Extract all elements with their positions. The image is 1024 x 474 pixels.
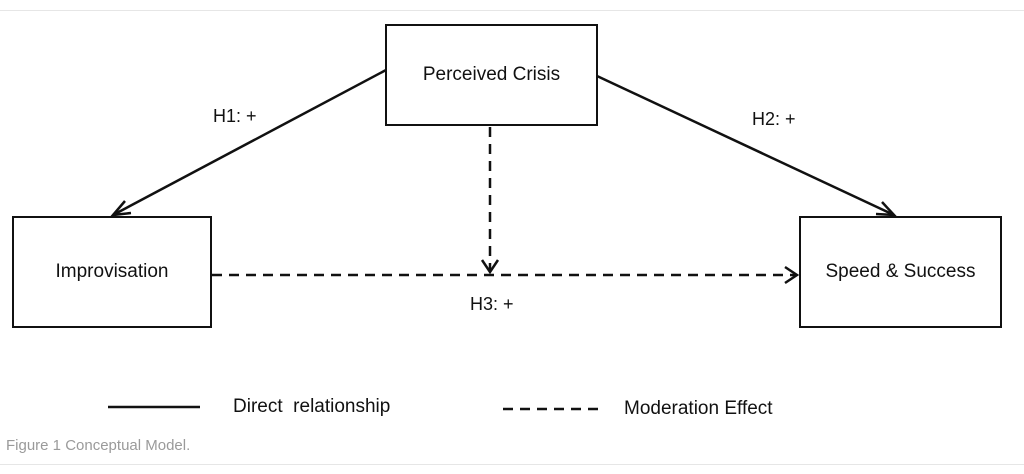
- node-speed-success: Speed & Success: [799, 216, 1002, 328]
- edge-h3-label: H3: +: [470, 294, 514, 314]
- edge-h2-arrow: [596, 74, 898, 217]
- moderation-arrow: [480, 127, 500, 275]
- bottom-divider: [0, 464, 1024, 465]
- edge-h3-arrow: [212, 265, 800, 285]
- edge-h2-label: H2: +: [752, 109, 796, 129]
- legend-moderation-label: Moderation Effect: [624, 398, 773, 419]
- figure-caption: Figure 1 Conceptual Model.: [6, 437, 191, 454]
- node-improvisation: Improvisation: [12, 216, 212, 328]
- top-divider: [0, 10, 1024, 11]
- node-perceived-crisis-label: Perceived Crisis: [422, 64, 561, 85]
- legend-direct-label: Direct relationship: [233, 396, 391, 417]
- node-perceived-crisis: Perceived Crisis: [385, 24, 598, 126]
- edge-h1-arrow: [109, 68, 387, 217]
- node-speed-success-label: Speed & Success: [825, 261, 976, 282]
- edge-h1-label: H1: +: [213, 106, 257, 126]
- node-improvisation-label: Improvisation: [55, 261, 169, 282]
